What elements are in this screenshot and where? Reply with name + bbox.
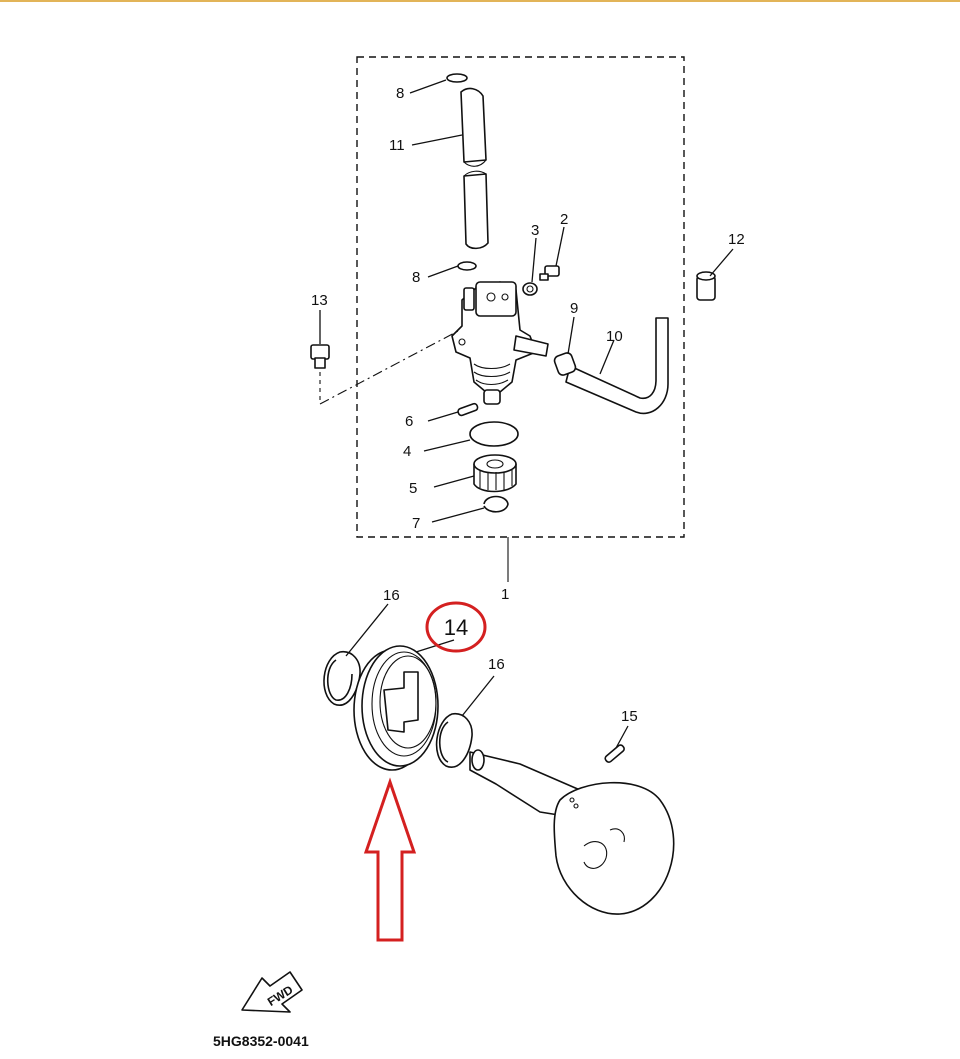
washer-3-hole (526, 285, 534, 293)
bolt-13-axis (319, 329, 461, 405)
diagram-code: 5HG8352-0041 (213, 1033, 309, 1049)
callout-2: 2 (560, 211, 568, 228)
clamp-9 (553, 352, 577, 376)
callout-16-left: 16 (383, 587, 400, 604)
callout-9: 9 (570, 300, 578, 317)
callout-10: 10 (606, 328, 623, 345)
callout-15: 15 (621, 708, 638, 725)
pin-6 (457, 402, 479, 417)
highlight-circle (425, 601, 487, 653)
assembly-frame (356, 56, 685, 538)
callout-6: 6 (405, 413, 413, 430)
callout-4: 4 (403, 443, 411, 460)
pin-15 (604, 744, 625, 763)
clip-8-bottom (457, 261, 477, 271)
bolt-13 (310, 344, 330, 369)
hose-10 (565, 317, 669, 415)
top-rule (0, 0, 960, 2)
highlight-label-14: 14 (444, 615, 468, 640)
fwd-badge: FWD (241, 971, 303, 1013)
callout-8-bottom: 8 (412, 269, 420, 286)
crankshaft (469, 749, 675, 915)
collar-12 (696, 271, 716, 301)
callout-7: 7 (412, 515, 420, 532)
oil-pump-body (451, 281, 549, 405)
callout-11: 11 (389, 137, 405, 154)
washer-3 (522, 282, 538, 296)
callout-8-top: 8 (396, 85, 404, 102)
circlip-16-left (323, 650, 361, 706)
callout-12: 12 (728, 231, 745, 248)
o-ring-4 (469, 421, 519, 447)
callout-13: 13 (311, 292, 328, 309)
pulley-14 (353, 645, 439, 771)
circlip-7 (483, 495, 509, 513)
clip-8-top (446, 73, 468, 83)
leader-lines (319, 79, 734, 749)
hose-11 (460, 87, 489, 250)
highlight-arrow (363, 777, 417, 942)
callout-16-right: 16 (488, 656, 505, 673)
callout-3: 3 (531, 222, 539, 239)
screw-2 (539, 265, 560, 281)
callout-1: 1 (501, 586, 509, 603)
circlip-16-right (435, 712, 473, 768)
drive-gear-5 (473, 454, 517, 493)
callout-5: 5 (409, 480, 417, 497)
